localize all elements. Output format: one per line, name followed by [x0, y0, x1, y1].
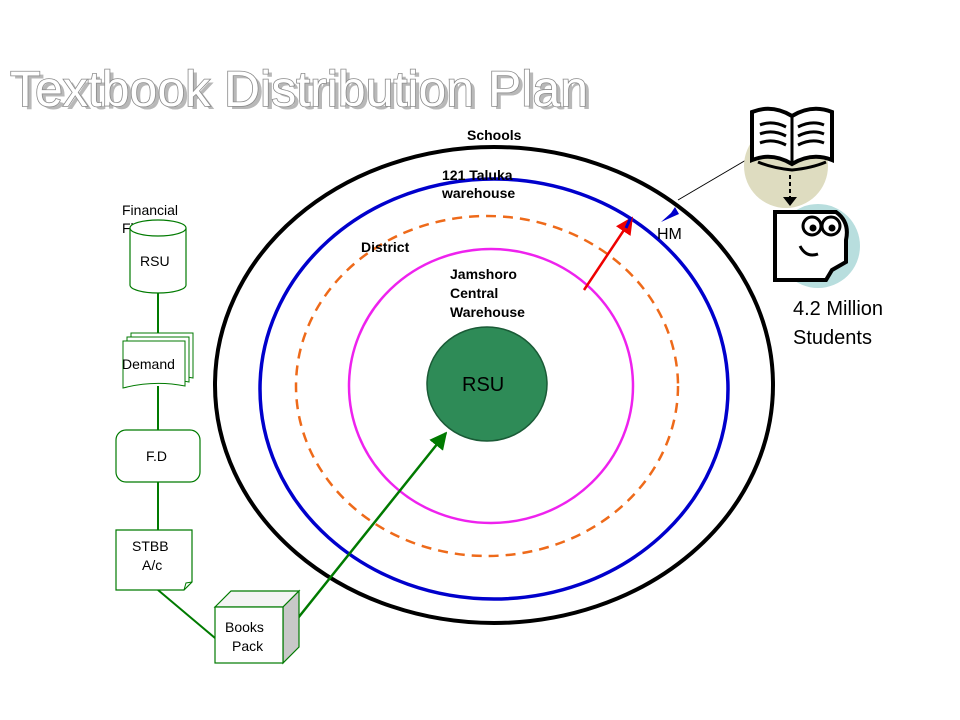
books-pack-cube: Books Pack [213, 589, 301, 665]
schools-ring [213, 145, 775, 625]
central-label-line2: Central [450, 285, 498, 301]
red-arrow [582, 216, 634, 291]
rsu-cylinder-label: RSU [140, 253, 170, 269]
students-label-line2: Students [793, 327, 872, 349]
hm-label: HM [657, 226, 682, 243]
rsu-center-circle [426, 326, 548, 442]
central-ring [347, 247, 635, 525]
demand-documents: Demand [122, 332, 194, 389]
slide-title: Textbook Distribution Plan [10, 61, 588, 117]
open-book-icon [744, 106, 834, 208]
slide-title-shadow: Textbook Distribution Plan [14, 64, 592, 120]
blue-tick-marker [624, 216, 633, 229]
blue-flag-marker [661, 207, 679, 222]
demand-label: Demand [122, 356, 175, 372]
stbb-label-line1: STBB [132, 538, 169, 554]
fd-label: F.D [146, 448, 167, 464]
connector-arrowhead [783, 197, 797, 206]
taluka-label-line2: warehouse [441, 185, 515, 201]
flow-connector [157, 589, 216, 639]
taluka-ring [258, 177, 730, 601]
books-pack-label-line1: Books [225, 619, 264, 635]
district-label: District [361, 239, 410, 255]
fd-box: F.D [115, 429, 201, 483]
books-pack-label-line2: Pack [232, 638, 264, 654]
central-label-line3: Warehouse [450, 304, 525, 320]
taluka-label-line1: 121 Taluka [442, 167, 513, 183]
rsu-cylinder: RSU [129, 219, 187, 294]
rsu-center-label: RSU [462, 374, 504, 396]
green-arrow [297, 431, 448, 619]
schools-label: Schools [467, 127, 522, 143]
stbb-label-line2: A/c [142, 557, 162, 573]
students-label-line1: 4.2 Million [793, 298, 883, 320]
financial-flow-label-line1: Financial [122, 202, 178, 218]
stbb-document: STBB A/c [115, 529, 193, 591]
reading-student-icon [773, 204, 860, 288]
central-label-line1: Jamshoro [450, 266, 517, 282]
district-ring [294, 214, 680, 558]
